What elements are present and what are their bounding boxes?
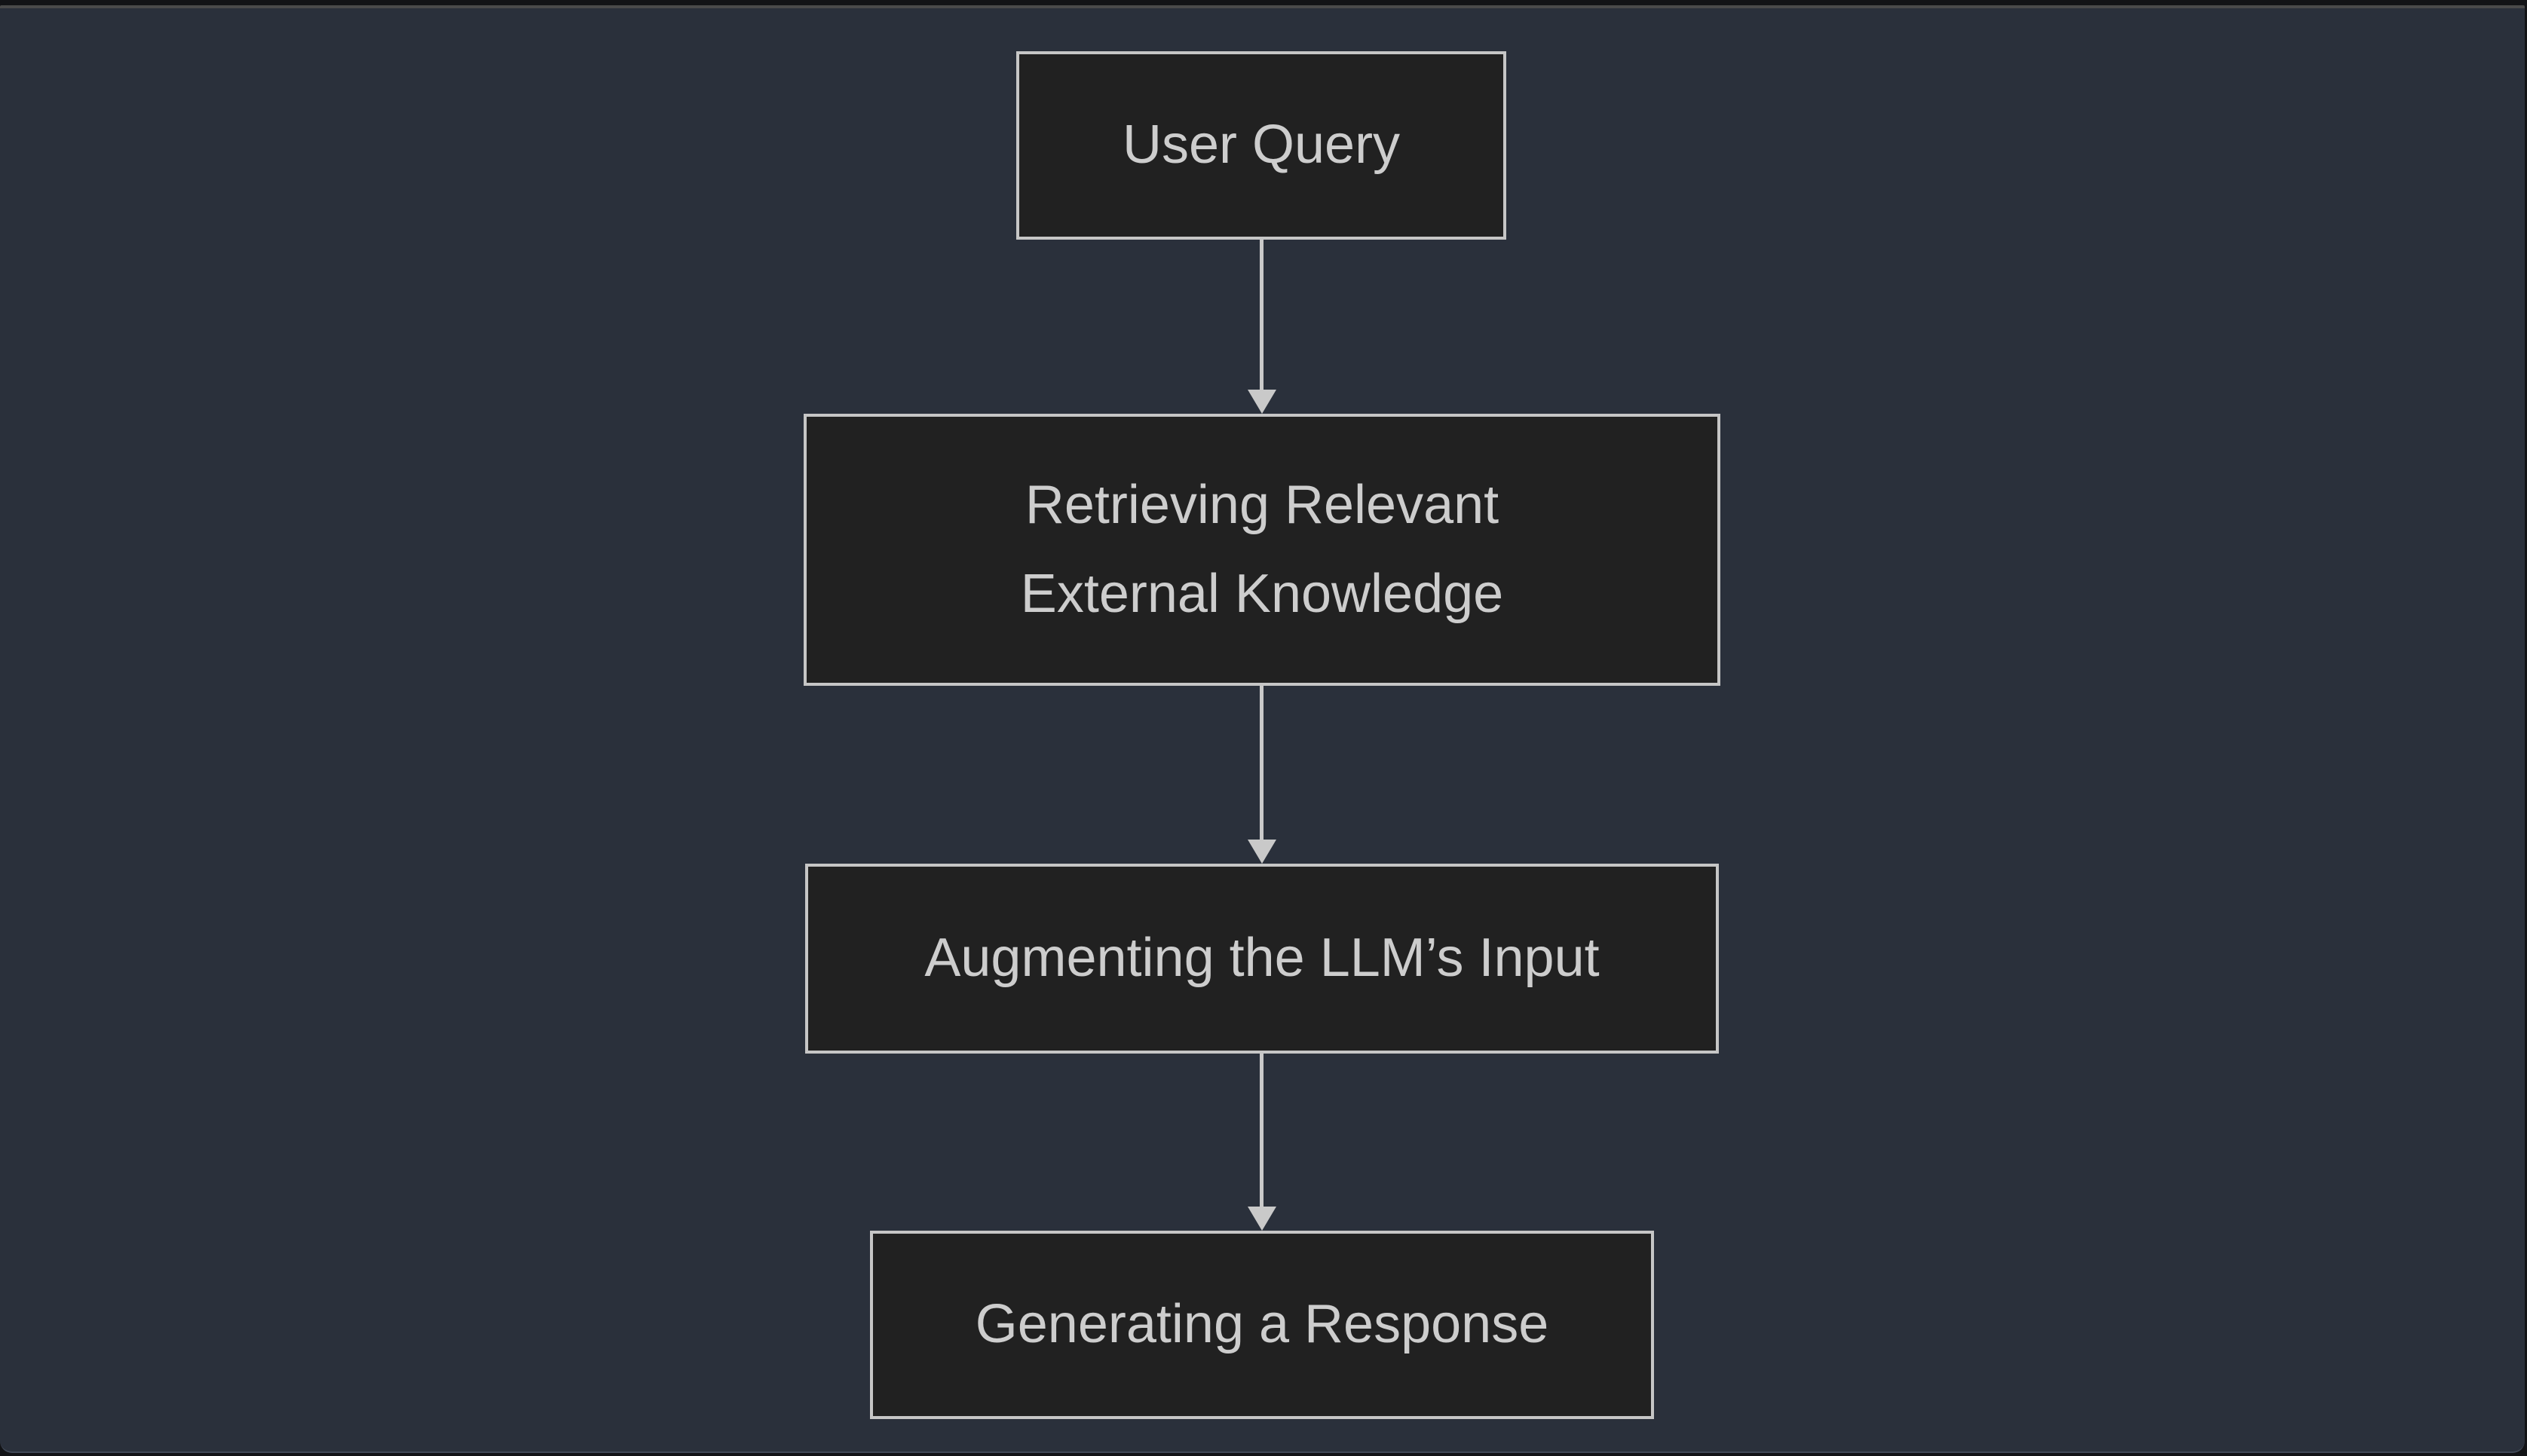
- slide-panel: User Query Retrieving Relevant External …: [0, 5, 2525, 1453]
- arrow-head-icon: [1248, 390, 1276, 414]
- flow-node-generating-response: Generating a Response: [870, 1231, 1654, 1419]
- arrow-shaft: [1260, 686, 1264, 840]
- arrow-head-icon: [1248, 840, 1276, 864]
- flow-node-augmenting-llm-input: Augmenting the LLM’s Input: [805, 864, 1719, 1054]
- node-label: External Knowledge: [1020, 563, 1504, 624]
- node-label: Generating a Response: [975, 1294, 1549, 1355]
- arrow-shaft: [1260, 1054, 1264, 1207]
- node-label: User Query: [1122, 115, 1401, 176]
- arrow-shaft: [1260, 240, 1264, 390]
- arrow-head-icon: [1248, 1207, 1276, 1231]
- node-label: Augmenting the LLM’s Input: [924, 928, 1600, 989]
- flow-node-user-query: User Query: [1016, 51, 1506, 240]
- flow-node-retrieving-external-knowledge: Retrieving Relevant External Knowledge: [804, 414, 1720, 686]
- node-label: Retrieving Relevant: [1025, 474, 1499, 535]
